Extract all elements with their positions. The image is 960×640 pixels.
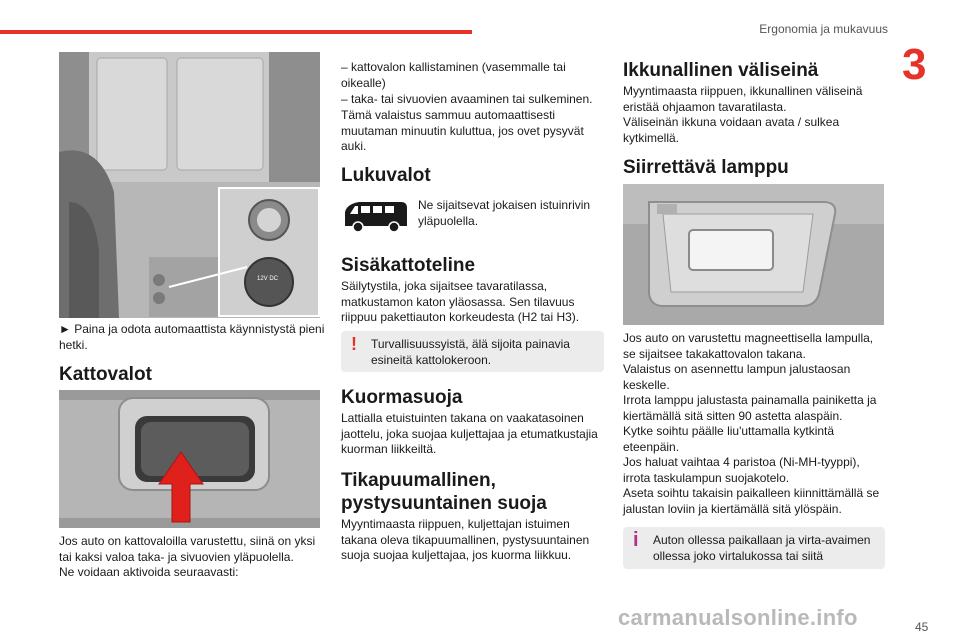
info-text: Auton ollessa paikallaan ja virta-avaime… <box>653 533 871 563</box>
info-icon: i <box>633 529 639 551</box>
van-icon <box>341 198 411 234</box>
heading-tikapuu-line1: Tikapuumallinen, <box>341 470 496 491</box>
page-number: 45 <box>915 620 929 634</box>
info-note: i Auton ollessa paikallaan ja virta-avai… <box>623 527 885 569</box>
lukuvalot-paragraph: Ne sijaitsevat jokaisen istuinrivin yläp… <box>418 198 591 228</box>
watermark: carmanualsonline.info <box>618 605 858 630</box>
kattovalot-paragraph-2: Ne voidaan aktivoida seuraavasti: <box>59 565 239 579</box>
ikkuna-paragraph-1: Myyntimaasta riippuen, ikkunallinen väli… <box>623 84 863 114</box>
lamppu-line: Valaistus on asennettu lampun jalustaosa… <box>623 362 851 392</box>
seat-socket-illustration: 12V DC <box>59 52 320 318</box>
chapter-number: 3 <box>902 40 927 89</box>
warning-icon: ! <box>351 334 357 354</box>
header-accent-bar <box>0 30 472 34</box>
lamppu-line: Jos auto on varustettu magneettisella la… <box>623 331 874 361</box>
heading-kattovalot: Kattovalot <box>59 364 152 385</box>
roof-light-illustration <box>59 390 320 528</box>
heading-kuormasuoja: Kuormasuoja <box>341 387 463 408</box>
heading-tikapuu-line2: pystysuuntainen suoja <box>341 493 547 514</box>
heading-lukuvalot: Lukuvalot <box>341 165 431 186</box>
tikapuu-paragraph: Myyntimaasta riippuen, kuljettajan istui… <box>341 517 590 562</box>
heading-sisakattoteline: Sisäkattoteline <box>341 255 476 276</box>
kattovalot-paragraph-1: Jos auto on kattovaloilla varustettu, si… <box>59 534 316 564</box>
section-title: Ergonomia ja mukavuus <box>759 22 888 36</box>
step-instruction: ► Paina ja odota automaattista käynnisty… <box>59 322 325 352</box>
warning-text: Turvallisuussyistä, älä sijoita painavia… <box>371 337 570 367</box>
lamppu-line: Aseta soihtu takaisin paikalleen kiinnit… <box>623 486 880 516</box>
heading-lamppu: Siirrettävä lamppu <box>623 157 789 178</box>
sisakattoteline-paragraph: Säilytystila, joka sijaitsee tavaratilas… <box>341 279 580 324</box>
auto-off-paragraph: Tämä valaistus sammuu automaattisesti mu… <box>341 108 584 153</box>
warning-note: ! Turvallisuussyistä, älä sijoita painav… <box>341 331 604 372</box>
heading-ikkunallinen: Ikkunallinen väliseinä <box>623 60 819 81</box>
lamppu-text-block: Jos auto on varustettu magneettisella la… <box>623 331 885 517</box>
portable-lamp-illustration <box>623 184 884 325</box>
kuormasuoja-paragraph: Lattialla etuistuinten takana on vaakata… <box>341 411 598 456</box>
ikkuna-paragraph-2: Väliseinän ikkuna voidaan avata / sulkea… <box>623 115 840 145</box>
list-item-doors: – taka- tai sivuovien avaaminen tai sulk… <box>341 92 593 106</box>
lamppu-line: Irrota lamppu jalustasta painamalla pain… <box>623 393 877 423</box>
lamppu-line: Kytke soihtu päälle liu'uttamalla kytkin… <box>623 424 835 454</box>
socket-label: 12V DC <box>257 276 279 282</box>
lamppu-line: Jos haluat vaihtaa 4 paristoa (Ni-MH-tyy… <box>623 455 860 485</box>
list-item-tilt: – kattovalon kallistaminen (vasemmalle t… <box>341 60 566 90</box>
